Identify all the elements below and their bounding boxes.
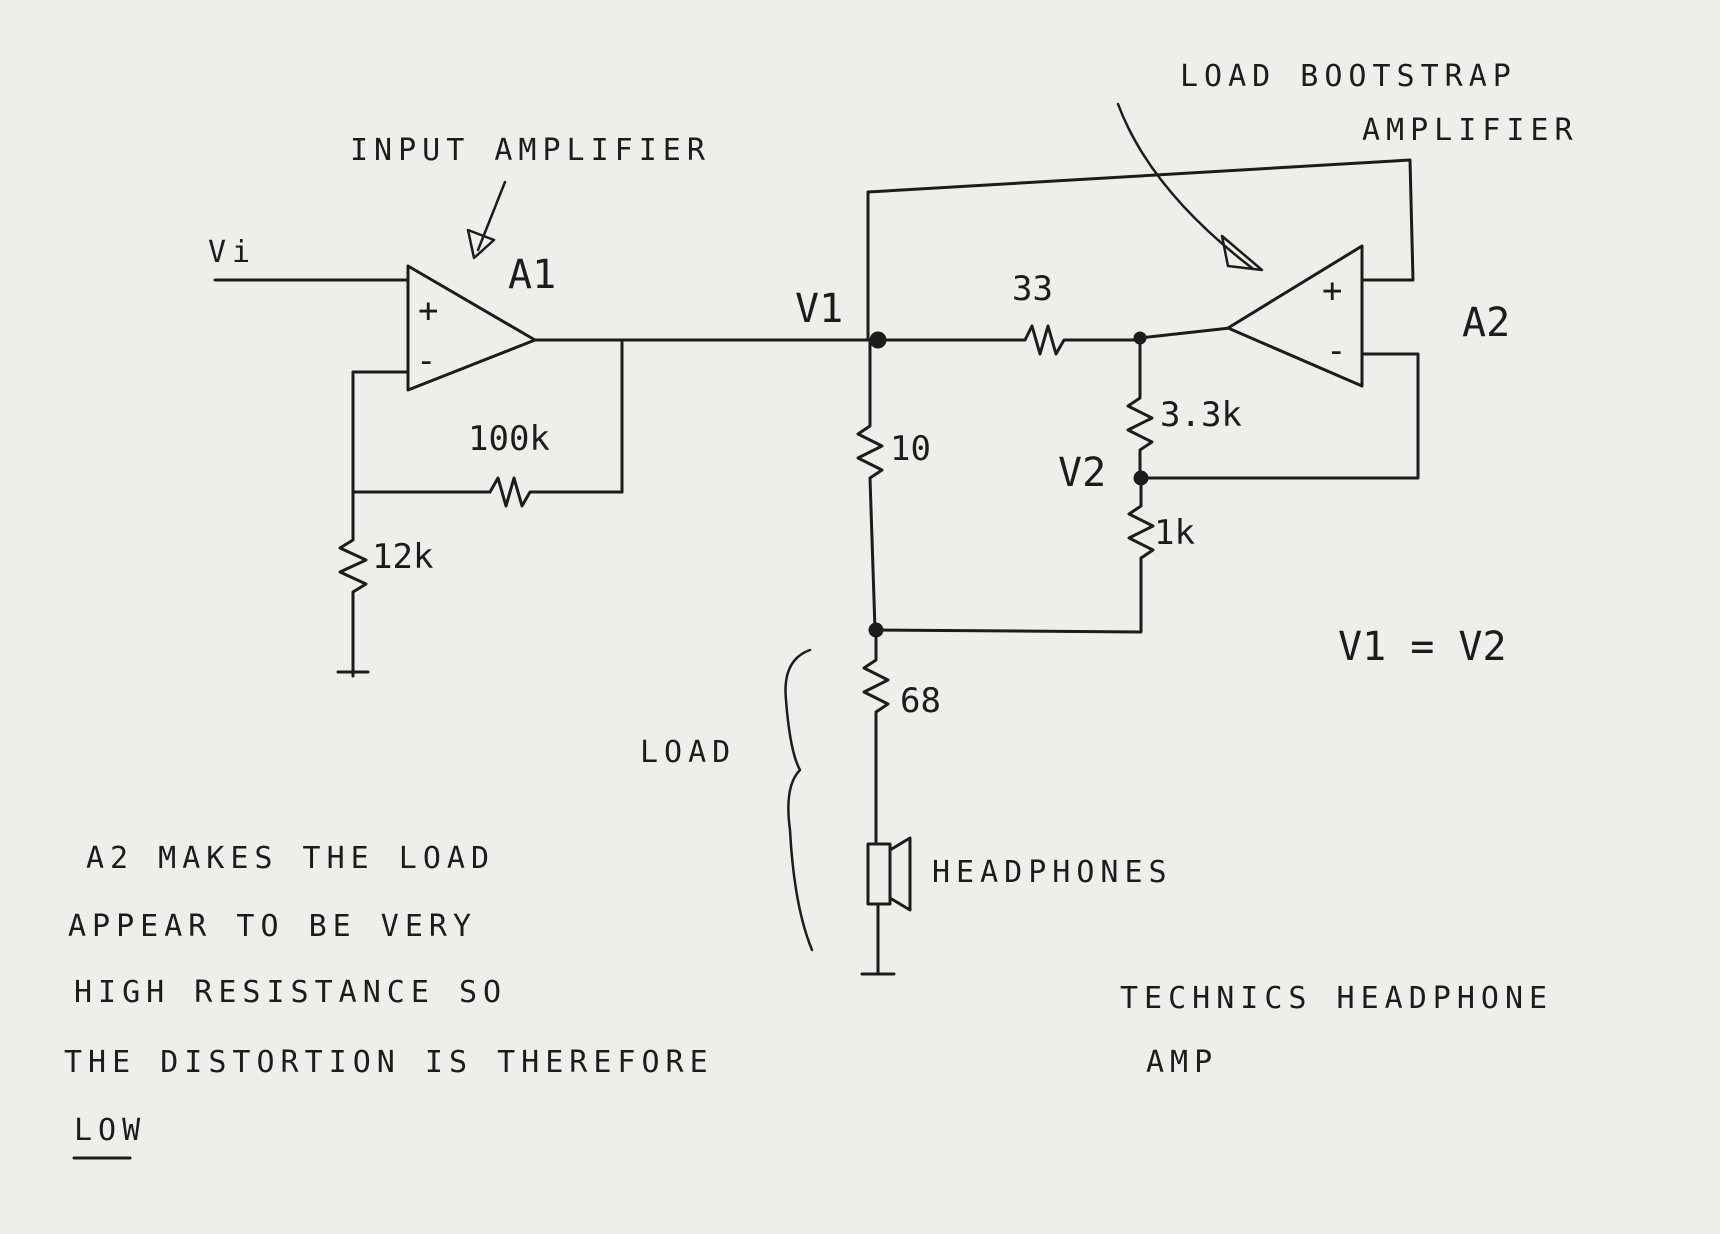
v2-node-label: V2 [1058, 450, 1106, 496]
input-amplifier-a1: + - [406, 264, 537, 392]
resistor-68-symbol [862, 628, 890, 844]
op-amp-a2-symbol [1226, 244, 1364, 388]
a1-inverting-wire [351, 370, 410, 494]
note-line-5: LOW [74, 1113, 146, 1148]
load-label: LOAD [640, 735, 736, 770]
note-line-4: THE DISTORTION IS THEREFORE [64, 1045, 714, 1080]
resistor-12k-symbol [338, 490, 368, 678]
a2-inverting-wire [1140, 352, 1420, 480]
resistor-10-symbol [856, 338, 884, 632]
vi-input-label: Vi [208, 235, 256, 270]
bootstrap-title-line1: LOAD BOOTSTRAP [1180, 59, 1517, 94]
bootstrap-arrowhead-icon [1220, 234, 1264, 272]
bootstrap-title-line2: AMPLIFIER [1362, 113, 1579, 148]
resistor-33-symbol [876, 324, 1142, 356]
speaker-cone [888, 836, 912, 912]
a2-minus-sign: - [1326, 331, 1346, 371]
input-amp-pointer-line [476, 180, 507, 252]
resistor-3k3-label: 3.3k [1160, 395, 1242, 435]
v1-node-label: V1 [795, 286, 843, 332]
bootstrap-amplifier-a2: + - [1226, 244, 1364, 388]
headphones-icon [866, 836, 912, 912]
input-amp-arrowhead-icon [466, 228, 496, 260]
op-amp-a1-symbol [406, 264, 537, 392]
headphones-label: HEADPHONES [932, 855, 1173, 890]
resistor-1k-symbol [875, 476, 1155, 634]
equation-v1-equals-v2: V1 = V2 [1338, 624, 1507, 670]
speaker-body [866, 842, 892, 906]
bootstrap-pointer-line [1116, 102, 1254, 270]
load-brace-icon [784, 648, 814, 952]
bootstrap-feedback-wire [866, 158, 1415, 342]
resistor-100k-label: 100k [468, 419, 550, 459]
a1-minus-sign: - [416, 341, 436, 381]
resistor-68-label: 68 [900, 681, 941, 721]
caption-line-2: AMP [1146, 1045, 1218, 1080]
a1-label: A1 [508, 252, 556, 298]
a2-noninverting-wire [1138, 326, 1232, 340]
resistor-12k-label: 12k [372, 537, 433, 577]
a2-plus-sign: + [1322, 271, 1342, 311]
resistor-1k-label: 1k [1154, 513, 1195, 553]
note-line-1: A2 MAKES THE LOAD [86, 841, 495, 876]
headphones-ground-icon [860, 902, 896, 976]
note-line-2: APPEAR TO BE VERY [68, 909, 477, 944]
resistor-100k-symbol [488, 476, 624, 508]
a2-label: A2 [1462, 300, 1510, 346]
note-line-3: HIGH RESISTANCE SO [74, 975, 507, 1010]
a1-plus-sign: + [418, 291, 438, 331]
resistor-10-label: 10 [890, 429, 931, 469]
resistor-33-label: 33 [1012, 269, 1053, 309]
resistor-3k3-symbol [1126, 336, 1154, 480]
input-amplifier-title: INPUT AMPLIFIER [350, 133, 711, 168]
caption-line-1: TECHNICS HEADPHONE [1120, 981, 1553, 1016]
